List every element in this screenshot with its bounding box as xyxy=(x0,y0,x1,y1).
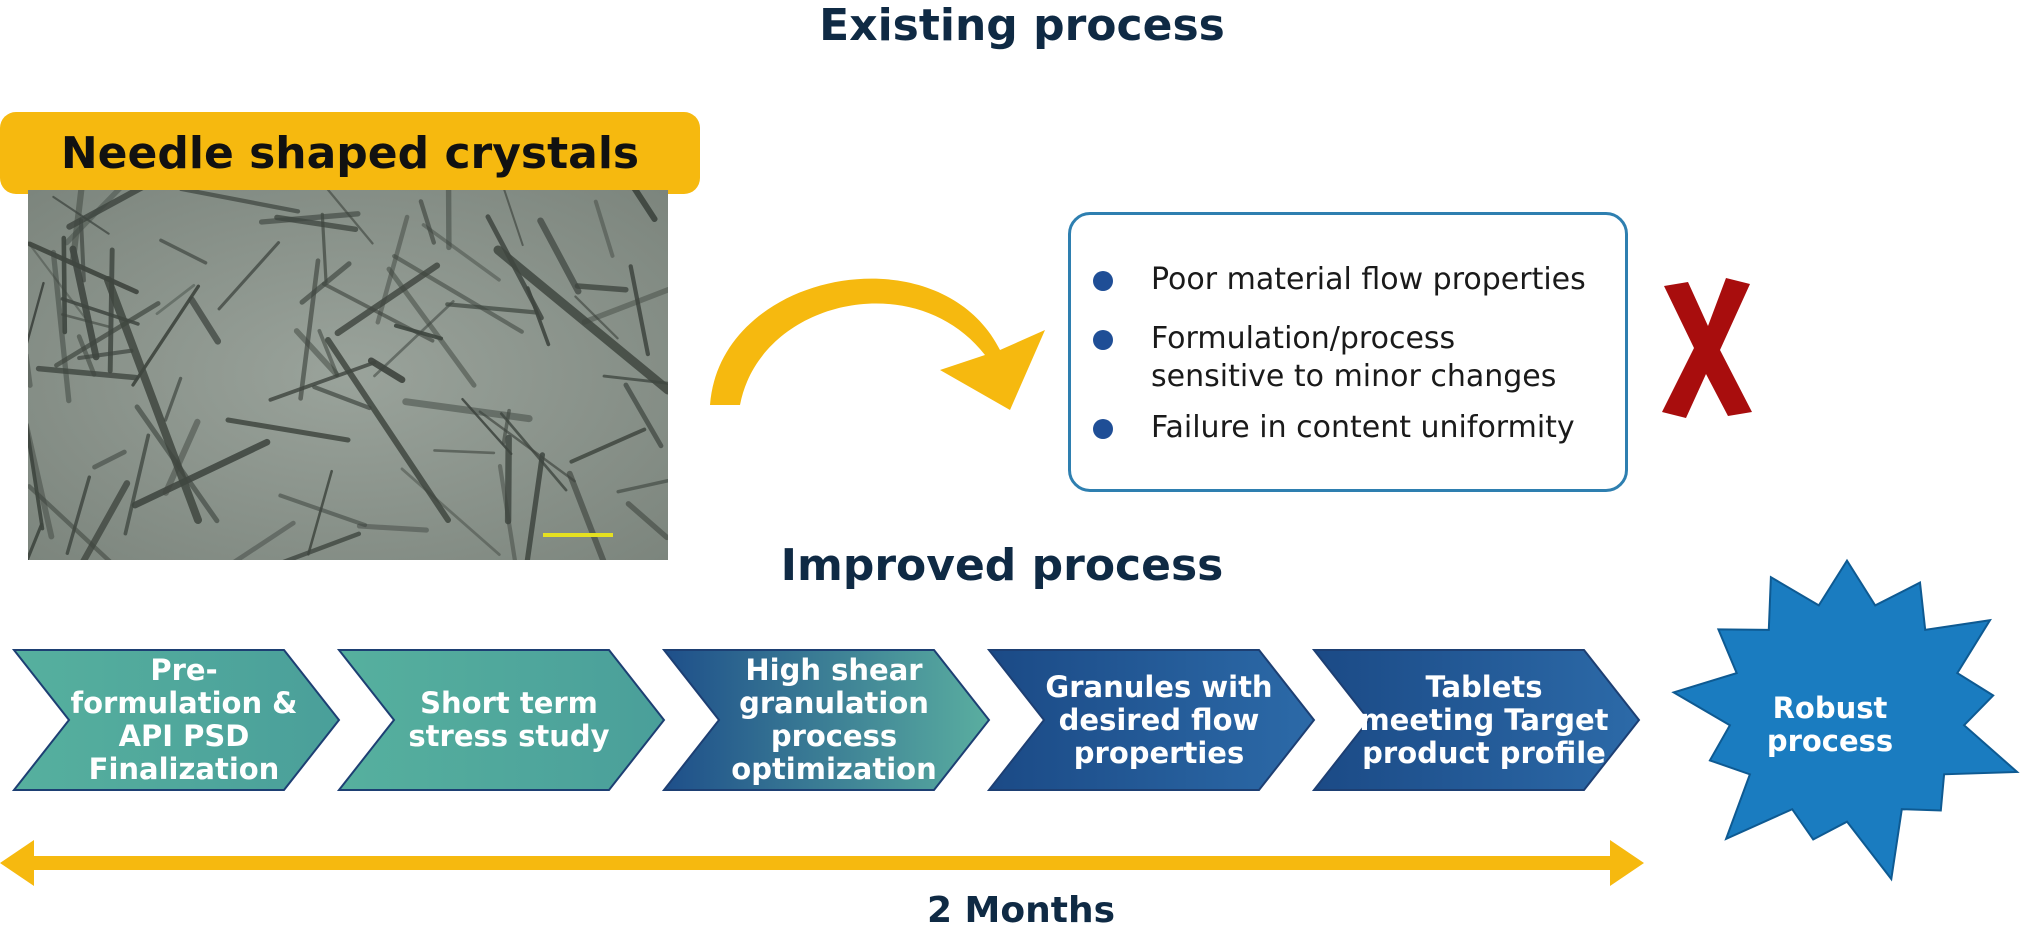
process-step-text-line: product profile xyxy=(1362,735,1606,770)
issue-item: Poor material flow properties xyxy=(1093,261,1586,299)
process-step-text-line: granulation xyxy=(739,686,929,720)
process-step-text-line: Short term xyxy=(420,686,598,720)
process-step-text-line: Pre- xyxy=(150,653,218,687)
process-step-chevron xyxy=(986,649,1316,791)
issue-text-line: sensitive to minor changes xyxy=(1151,359,1557,394)
process-step-chevron xyxy=(11,649,341,791)
robust-process-text-line: process xyxy=(1766,724,1894,758)
process-step-text-line: optimization xyxy=(731,752,937,786)
process-step-chevron xyxy=(1311,649,1641,791)
duration-label: 2 Months xyxy=(926,890,1116,931)
cross-icon xyxy=(1662,278,1752,418)
bullet-dot-icon xyxy=(1093,271,1113,291)
process-step-text-line: process xyxy=(770,719,898,753)
process-step-chevron xyxy=(661,649,991,791)
timeline-double-arrow xyxy=(0,840,1644,886)
issue-item: Failure in content uniformity xyxy=(1093,409,1575,447)
process-step-text-line: formulation & xyxy=(70,686,298,720)
curved-arrow-icon xyxy=(710,278,1045,410)
process-step-text-line: High shear xyxy=(745,653,923,687)
issue-text-line: Formulation/process xyxy=(1151,321,1456,356)
process-step-text-line: properties xyxy=(1073,735,1245,770)
robust-process-text-line: Robust xyxy=(1772,691,1888,725)
robust-process-starburst xyxy=(1671,558,2020,882)
title-existing: Existing process xyxy=(819,0,1225,51)
process-step-text-line: API PSD xyxy=(118,719,250,753)
needle-crystals-label: Needle shaped crystals xyxy=(0,112,700,194)
bullet-dot-icon xyxy=(1093,419,1113,439)
process-step-text-line: Granules with xyxy=(1045,669,1273,704)
title-improved: Improved process xyxy=(780,540,1224,591)
issue-text-line: Failure in content uniformity xyxy=(1151,410,1575,445)
process-step-chevron xyxy=(336,649,666,791)
process-step-text-line: meeting Target xyxy=(1359,702,1609,737)
bullet-dot-icon xyxy=(1093,330,1113,350)
process-step-text-line: stress study xyxy=(408,719,610,753)
process-steps-chevrons xyxy=(11,649,1641,791)
issue-text-line: Poor material flow properties xyxy=(1151,262,1586,297)
process-step-text-line: Tablets xyxy=(1425,669,1543,704)
process-step-text-line: Finalization xyxy=(88,752,280,786)
process-step-text-line: desired flow xyxy=(1058,702,1260,737)
crystal-micrograph-image xyxy=(28,190,668,560)
